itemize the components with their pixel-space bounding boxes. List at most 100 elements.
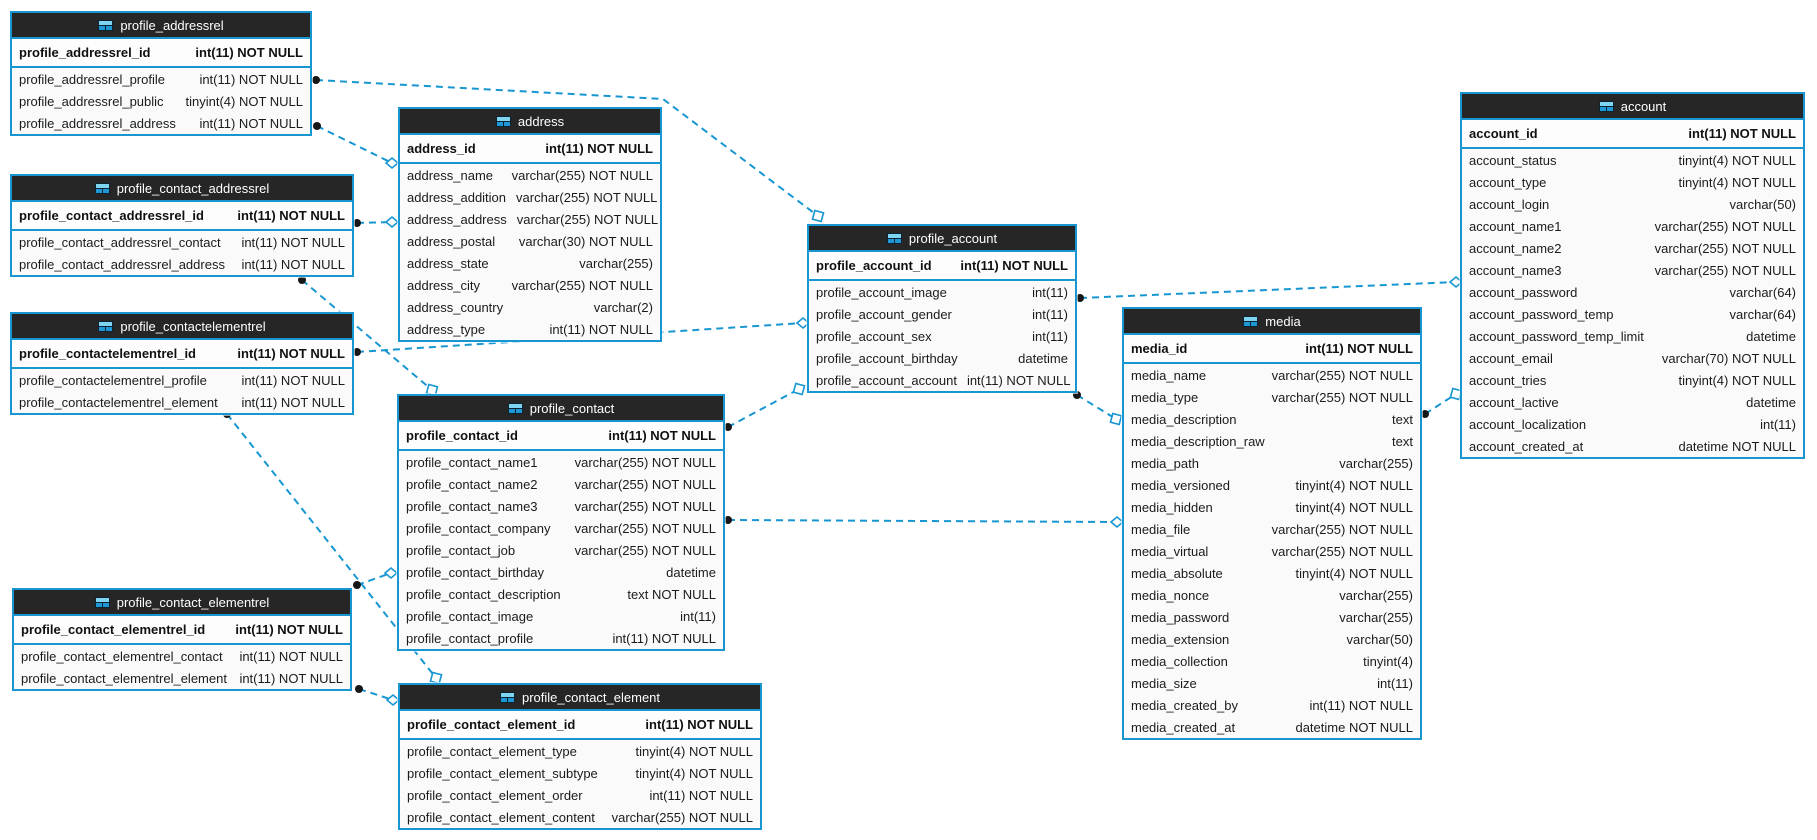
table-header[interactable]: profile_addressrel [12, 13, 310, 39]
relationship-profile_contact_elementrel-to-profile_contact_element[interactable] [358, 688, 394, 701]
table-header[interactable]: media [1124, 309, 1420, 335]
relationship-profile_contact-to-profile_account[interactable] [727, 388, 800, 428]
table-header[interactable]: profile_contact_element [400, 685, 760, 711]
table-header[interactable]: profile_contact [399, 396, 723, 422]
table-profile_contact_addressrel[interactable]: profile_contact_addressrel profile_conta… [10, 174, 354, 277]
table-header[interactable]: profile_contact_addressrel [12, 176, 352, 202]
table-header[interactable]: profile_contactelementrel [12, 314, 352, 340]
table-profile_contact_element[interactable]: profile_contact_element profile_contact_… [398, 683, 762, 830]
table-profile_contactelementrel[interactable]: profile_contactelementrel profile_contac… [10, 312, 354, 415]
relationship-profile_account-to-media[interactable] [1076, 394, 1117, 420]
table-header[interactable]: address [400, 109, 660, 135]
relationship-profile_addressrel-to-address[interactable] [316, 125, 393, 164]
table-profile_addressrel[interactable]: profile_addressrel profile_addressrel_id… [10, 11, 312, 136]
table-header[interactable]: profile_contact_elementrel [14, 590, 350, 616]
relationship-profile_contact_elementrel-to-profile_contact[interactable] [356, 572, 392, 586]
relationship-profile_contact-to-media[interactable] [727, 519, 1118, 523]
relationship-profile_account-to-account[interactable] [1079, 281, 1457, 299]
relationship-profile_contactelementrel-to-profile_account[interactable] [356, 322, 804, 353]
table-header[interactable]: account [1462, 94, 1803, 120]
table-header[interactable]: profile_account [809, 226, 1075, 252]
relationship-profile_contact_addressrel-to-profile_contact[interactable] [301, 279, 433, 391]
